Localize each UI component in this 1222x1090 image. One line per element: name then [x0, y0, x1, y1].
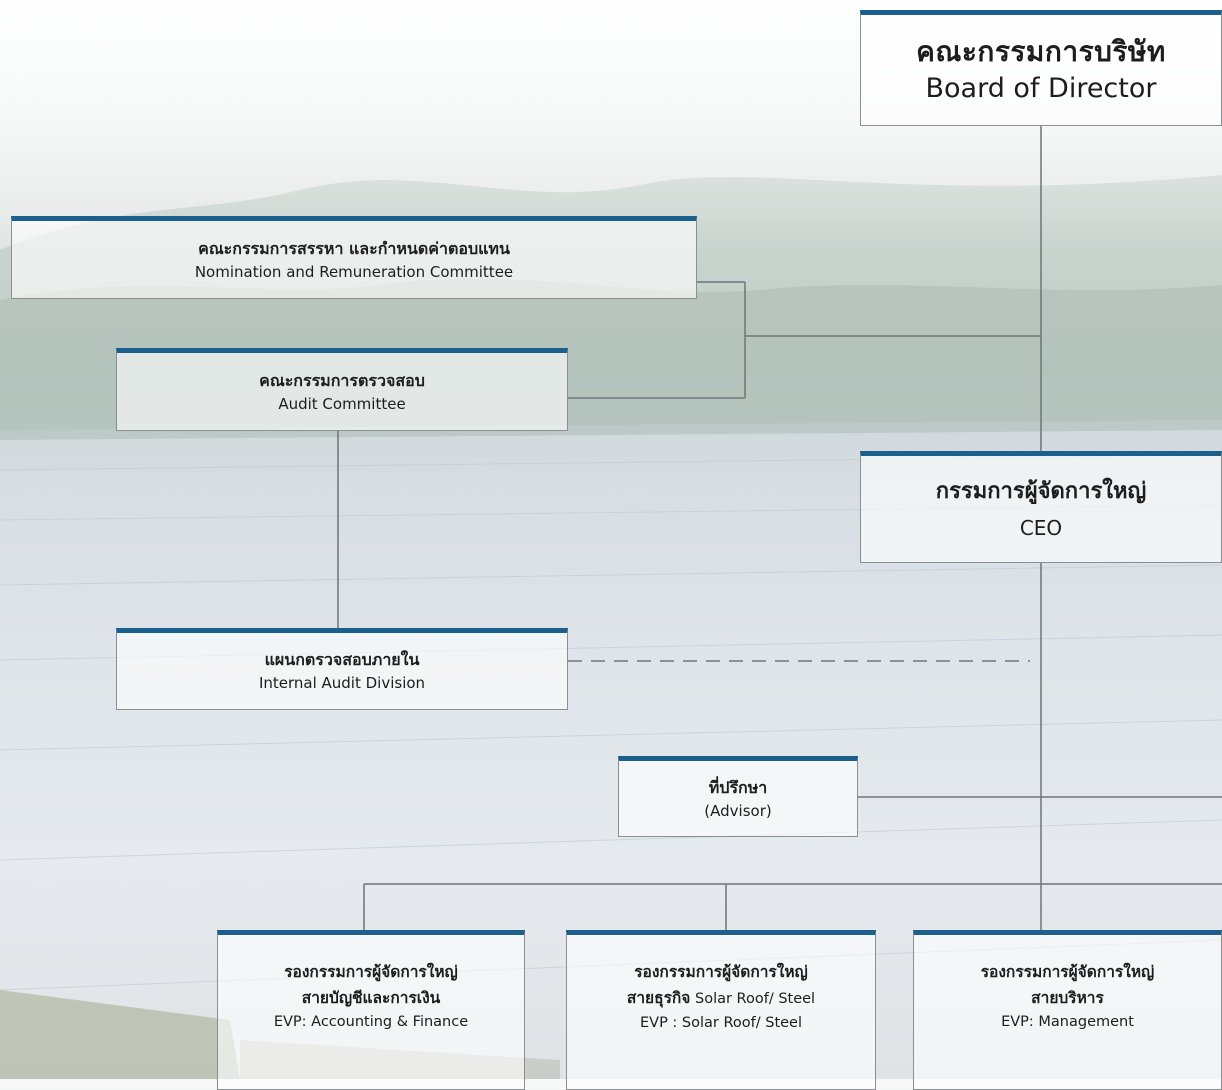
ceo-title-th: กรรมการผู้จัดการใหญ่: [935, 479, 1147, 504]
evp-finance-division-th: สายบัญชีและการเงิน: [301, 989, 441, 1007]
evp-management-title-en: EVP: Management: [1001, 1014, 1134, 1030]
evp-business-division: สายธุรกิจ Solar Roof/ Steel: [627, 985, 815, 1012]
evp-management-box: รองกรรมการผู้จัดการใหญ่ สายบริหาร EVP: M…: [913, 930, 1222, 1090]
board-title-th: คณะกรรมการบริษัท: [916, 35, 1166, 68]
ceo-box: กรรมการผู้จัดการใหญ่ CEO: [860, 451, 1222, 563]
advisor-title-th: ที่ปรึกษา: [708, 777, 768, 797]
internal-audit-box: แผนกตรวจสอบภายใน Internal Audit Division: [116, 628, 568, 710]
evp-business-division-en: Solar Roof/ Steel: [690, 991, 816, 1007]
board-title-en: Board of Director: [925, 73, 1157, 104]
audit-committee-box: คณะกรรมการตรวจสอบ Audit Committee: [116, 348, 568, 431]
nomination-title-th: คณะกรรมการสรรหา และกำหนดค่าตอบแทน: [198, 238, 510, 258]
evp-business-box: รองกรรมการผู้จัดการใหญ่ สายธุรกิจ Solar …: [566, 930, 876, 1090]
nomination-committee-box: คณะกรรมการสรรหา และกำหนดค่าตอบแทน Nomina…: [11, 216, 697, 299]
audit-title-th: คณะกรรมการตรวจสอบ: [259, 370, 425, 390]
evp-management-division-th: สายบริหาร: [1031, 989, 1104, 1007]
evp-finance-title-en: EVP: Accounting & Finance: [273, 1014, 469, 1030]
internal-audit-title-th: แผนกตรวจสอบภายใน: [264, 650, 420, 669]
nomination-title-en: Nomination and Remuneration Committee: [194, 262, 514, 281]
evp-business-title-th: รองกรรมการผู้จัดการใหญ่: [634, 963, 808, 981]
advisor-title-en: (Advisor): [704, 801, 772, 820]
evp-business-division-th: สายธุรกิจ: [626, 989, 691, 1007]
evp-management-title-th: รองกรรมการผู้จัดการใหญ่: [980, 963, 1155, 981]
evp-business-title-en: EVP : Solar Roof/ Steel: [639, 1015, 802, 1031]
evp-finance-box: รองกรรมการผู้จัดการใหญ่ สายบัญชีและการเง…: [217, 930, 525, 1090]
board-of-director-box: คณะกรรมการบริษัท Board of Director: [860, 10, 1222, 126]
advisor-box: ที่ปรึกษา (Advisor): [618, 756, 858, 837]
ceo-title-en: CEO: [1019, 516, 1063, 540]
audit-title-en: Audit Committee: [278, 394, 406, 413]
evp-finance-title-th: รองกรรมการผู้จัดการใหญ่: [284, 963, 458, 981]
internal-audit-title-en: Internal Audit Division: [258, 674, 426, 692]
